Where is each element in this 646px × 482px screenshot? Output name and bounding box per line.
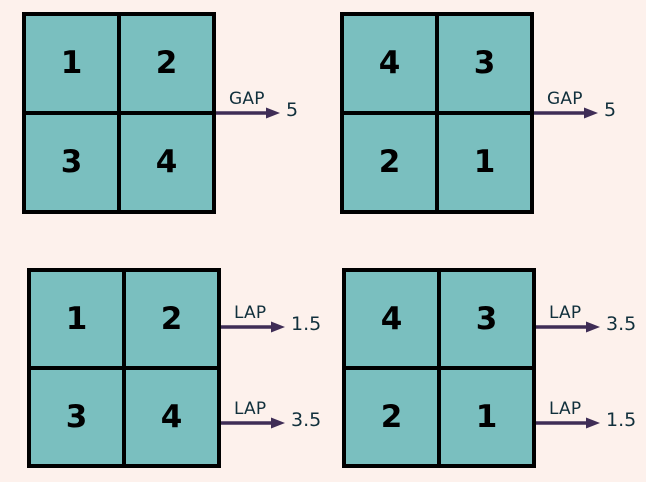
grid-cell: 1 xyxy=(26,16,117,111)
grid-cell: 2 xyxy=(346,370,437,464)
panel-bottom-right: 4 3 2 1 LAP 3.5 LAP 1.5 xyxy=(342,268,636,468)
grid-cell: 2 xyxy=(344,115,435,210)
grid-cell: 1 xyxy=(31,272,122,366)
grid-cell: 3 xyxy=(26,115,117,210)
grid-cell: 1 xyxy=(441,370,532,464)
annotation-label: LAP xyxy=(549,399,582,419)
arrow-icon xyxy=(536,321,600,333)
annotation-label: LAP xyxy=(549,303,582,323)
arrow-icon xyxy=(221,321,285,333)
grid-cell: 1 xyxy=(439,115,530,210)
feature-map-grid: 4 3 2 1 xyxy=(340,12,534,214)
arrow-icon xyxy=(536,417,600,429)
annotation-value: 5 xyxy=(604,99,617,121)
grid-cell: 3 xyxy=(439,16,530,111)
grid-cell: 2 xyxy=(121,16,212,111)
arrow-icon xyxy=(534,107,598,119)
panel-top-left: 1 2 3 4 GAP 5 xyxy=(22,12,298,214)
feature-map-grid: 1 2 3 4 xyxy=(27,268,221,468)
annotation-value: 3.5 xyxy=(291,409,322,431)
annotation-value: 5 xyxy=(286,99,299,121)
grid-cell: 4 xyxy=(126,370,217,464)
annotation-value: 1.5 xyxy=(291,313,322,335)
panel-bottom-left: 1 2 3 4 LAP 1.5 LAP 3.5 xyxy=(27,268,321,468)
panel-top-right: 4 3 2 1 GAP 5 xyxy=(340,12,616,214)
feature-map-grid: 4 3 2 1 xyxy=(342,268,536,468)
arrow-icon xyxy=(216,107,280,119)
feature-map-grid: 1 2 3 4 xyxy=(22,12,216,214)
grid-cell: 4 xyxy=(346,272,437,366)
annotation-label: LAP xyxy=(234,303,267,323)
annotation-value: 3.5 xyxy=(606,313,637,335)
annotation-label: LAP xyxy=(234,399,267,419)
annotation-label: GAP xyxy=(229,89,265,109)
grid-cell: 2 xyxy=(126,272,217,366)
grid-cell: 4 xyxy=(121,115,212,210)
annotation-value: 1.5 xyxy=(606,409,637,431)
grid-cell: 3 xyxy=(31,370,122,464)
annotation-label: GAP xyxy=(547,89,583,109)
arrow-icon xyxy=(221,417,285,429)
grid-cell: 3 xyxy=(441,272,532,366)
grid-cell: 4 xyxy=(344,16,435,111)
